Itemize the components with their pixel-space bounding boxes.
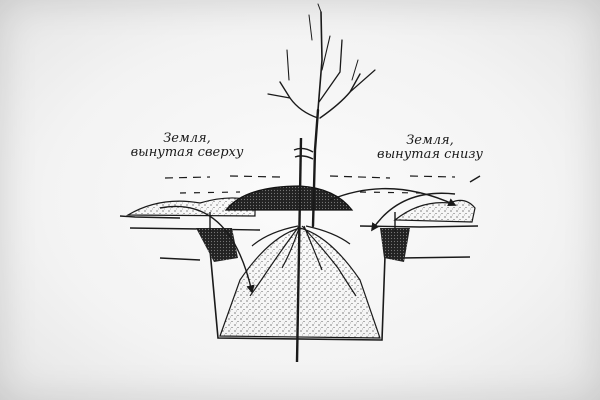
horizon-lines xyxy=(164,175,456,194)
pit-wall-left xyxy=(196,228,238,262)
label-subsoil-line2: вынутая снизу xyxy=(377,147,483,162)
label-pointer-right xyxy=(469,175,481,183)
label-subsoil-line1: Земля, xyxy=(406,133,454,148)
label-topsoil-line1: Земля, xyxy=(163,131,211,146)
tree-sapling xyxy=(267,3,376,228)
label-topsoil: Земля, вынутая сверху xyxy=(117,132,257,160)
transfer-arrows xyxy=(159,175,481,294)
label-topsoil-line2: вынутая сверху xyxy=(130,145,244,160)
right-mound xyxy=(393,199,476,223)
planting-pit xyxy=(207,227,387,341)
edge-stakes xyxy=(209,212,396,232)
subsoil-arrow-left xyxy=(329,188,457,206)
label-subsoil: Земля, вынутая снизу xyxy=(360,134,500,162)
tie xyxy=(293,147,314,160)
topsoil-arrow xyxy=(159,205,255,294)
subsoil-arrow-right xyxy=(371,192,456,232)
pit-wall-right xyxy=(380,228,410,262)
support-stake xyxy=(295,137,303,363)
